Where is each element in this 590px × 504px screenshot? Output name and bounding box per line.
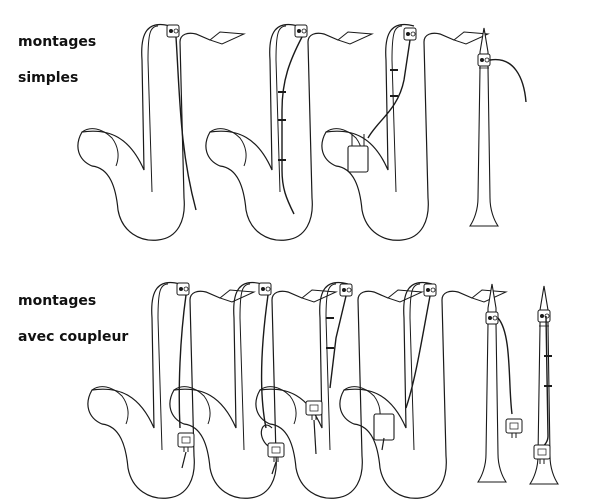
sax-coupleur-1: [87, 281, 255, 499]
label-line: montages: [18, 293, 97, 309]
sax-simple-2: [205, 23, 373, 241]
sax-simple-1: [77, 23, 245, 241]
section-label-coupleur: montages avec coupleur: [18, 274, 128, 364]
sax-coupleur-4: [339, 281, 507, 499]
section-label-simples: montages simples: [18, 15, 96, 105]
sax-coupleur-3: [255, 281, 423, 499]
sax-simple-3: [321, 23, 489, 241]
clarinet-coupleur-2: [529, 285, 559, 485]
clarinet-simple: [469, 27, 527, 227]
label-line: montages: [18, 34, 97, 50]
sax-coupleur-2: [169, 281, 337, 499]
label-line: simples: [18, 70, 79, 86]
label-line: avec coupleur: [18, 329, 129, 345]
clarinet-coupleur-1: [477, 283, 523, 483]
